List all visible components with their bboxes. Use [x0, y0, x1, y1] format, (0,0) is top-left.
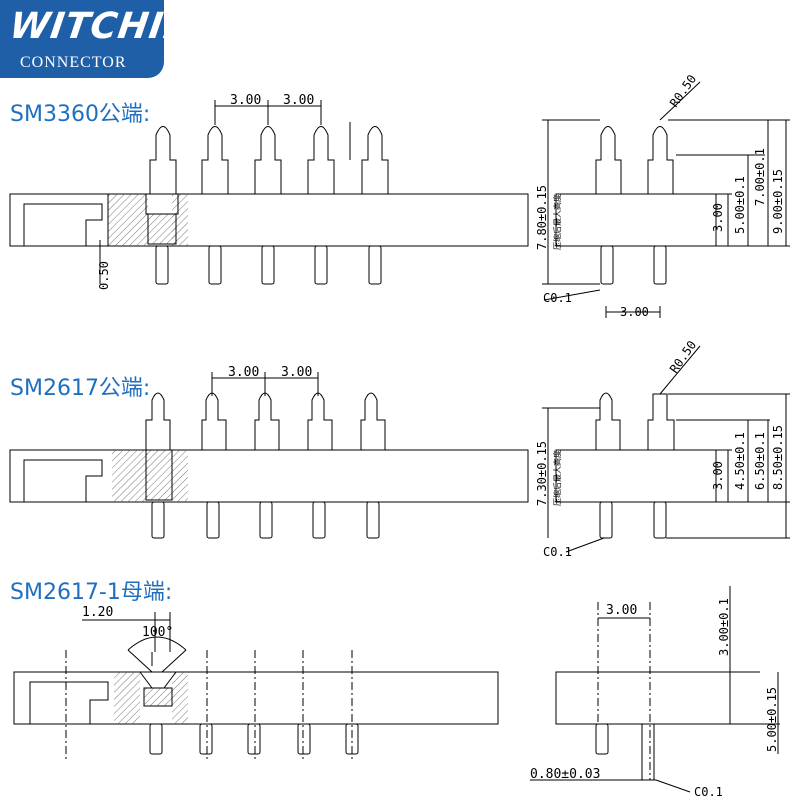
- sm2617-1-side-view: [530, 586, 780, 793]
- dim-pitch-4: 3.00: [281, 365, 312, 380]
- dim-4-50: 4.50±0.1: [733, 432, 747, 490]
- dim-6-50: 6.50±0.1: [753, 432, 767, 490]
- dim-9-00: 9.00±0.15: [771, 169, 785, 234]
- dim-pitch-1: 3.00: [230, 93, 261, 108]
- housing-body: [13, 671, 499, 725]
- dim-3-00-pitch: 3.00: [606, 603, 637, 618]
- dim-100-deg: 100°: [142, 625, 173, 640]
- dim-7-00: 7.00±0.1: [753, 148, 767, 206]
- dim-5-00: 5.00±0.1: [733, 176, 747, 234]
- side-housing: [555, 449, 717, 503]
- logo-subtitle: CONNECTOR: [20, 54, 127, 71]
- dim-3-00-tol: 3.00±0.1: [717, 598, 731, 656]
- section-title-sm3360-male: SM3360公端:: [10, 102, 151, 127]
- dim-pitch-3: 3.00: [228, 365, 259, 380]
- side-housing: [555, 193, 717, 247]
- dim-0-80: 0.80±0.03: [530, 767, 600, 782]
- dim-r0-50: R0.50: [667, 72, 699, 110]
- sm3360-front-view: [9, 100, 529, 285]
- dim-c0-1: C0.1: [543, 291, 572, 305]
- dim-pitch-2: 3.00: [283, 93, 314, 108]
- section-hatch: [108, 194, 148, 246]
- dim-8-50: 8.50±0.15: [771, 425, 785, 490]
- dim-3-00-side-2: 3.00: [711, 461, 725, 490]
- dim-0-50: 0.50: [97, 261, 111, 290]
- note-compressed-max-height: 压缩后最大高度: [552, 194, 562, 250]
- side-housing: [555, 671, 731, 725]
- dim-r0-50-2: R0.50: [667, 338, 699, 376]
- dim-1-20: 1.20: [82, 605, 113, 620]
- section-title-sm2617-1-female: SM2617-1母端:: [10, 580, 173, 605]
- sm2617-side-view: [542, 345, 790, 553]
- dim-c0-1-2: C0.1: [543, 545, 572, 559]
- dim-c0-1-3: C0.1: [694, 785, 723, 799]
- dim-3-00-side: 3.00: [711, 203, 725, 232]
- sm3360-side-view: [542, 81, 790, 318]
- dim-side-pitch: 3.00: [620, 305, 649, 319]
- section-title-sm2617-male: SM2617公端:: [10, 376, 151, 401]
- dim-7-80: 7.80±0.15: [535, 185, 549, 250]
- note-compressed-max-height-2: 压缩后最大高度: [552, 450, 562, 506]
- sm2617-front-view: [9, 372, 529, 539]
- sm2617-1-front-view: [13, 612, 499, 760]
- brand-logo: WITCHIP CONNECTOR: [0, 0, 194, 78]
- dim-5-00-tol: 5.00±0.15: [765, 687, 779, 752]
- dim-7-30: 7.30±0.15: [535, 441, 549, 506]
